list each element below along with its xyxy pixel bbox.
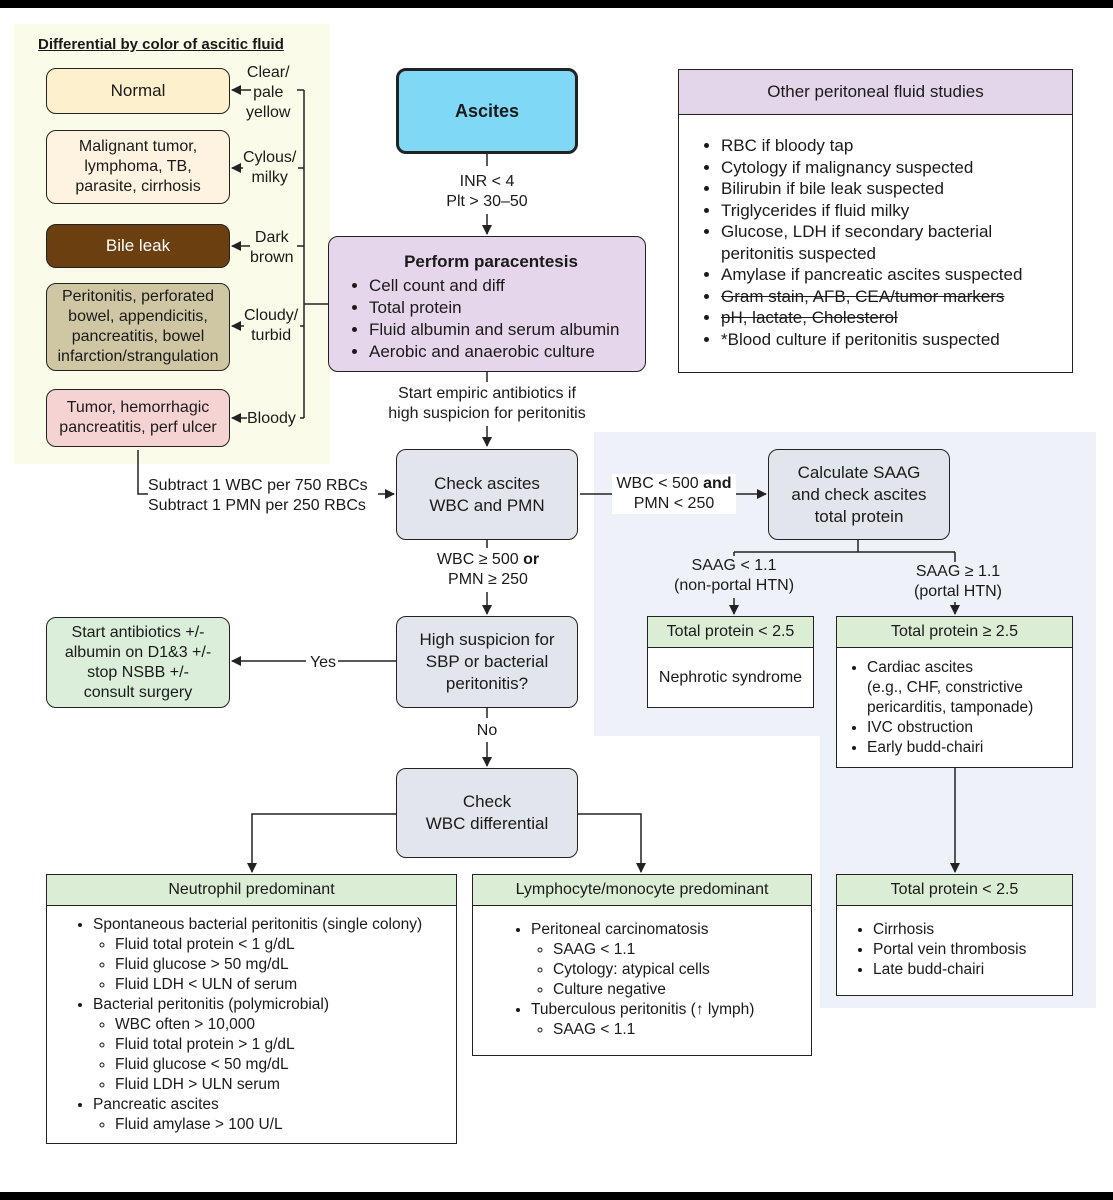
neutrophil-subitem: Fluid LDH < ULN of serum [115, 975, 452, 995]
wbc-high-a: WBC ≥ 500 [436, 551, 524, 568]
color-differential-title: Differential by color of ascitic fluid [38, 36, 284, 53]
bloody-box: Tumor, hemorrhagic pancreatitis, perf ul… [46, 389, 230, 447]
malignant-box: Malignant tumor, lymphoma, TB, parasite,… [46, 130, 230, 204]
lymphocyte-subitem: Culture negative [553, 980, 807, 1000]
neutrophil-box: Neutrophil predominant Spontaneous bacte… [46, 874, 457, 1144]
neutrophil-subitem: Fluid total protein > 1 g/dL [115, 1035, 452, 1055]
tp-low2-item: Late budd-chairi [873, 960, 1068, 980]
paracentesis-item: Fluid albumin and serum albumin [369, 319, 619, 341]
neutrophil-list: Spontaneous bacterial peritonitis (singl… [47, 906, 456, 1135]
ascites-box: Ascites [396, 68, 578, 154]
other-study-item: pH, lactate, Cholesterol [721, 307, 1062, 329]
other-study-item: RBC if bloody tap [721, 135, 1062, 157]
lymphocyte-list: Peritoneal carcinomatosisSAAG < 1.1Cytol… [473, 906, 811, 1040]
paracentesis-box: Perform paracentesis Cell count and diff… [328, 236, 646, 372]
tp-low-box: Total protein < 2.5 Nephrotic syndrome [647, 616, 814, 708]
lymphocyte-box: Lymphocyte/monocyte predominant Peritone… [472, 874, 812, 1056]
neutrophil-item: Spontaneous bacterial peritonitis (singl… [93, 915, 452, 995]
no-label: No [476, 722, 498, 739]
lymphocyte-sublist: SAAG < 1.1Cytology: atypical cellsCultur… [531, 940, 807, 1000]
check-wbc-box: Check ascites WBC and PMN [396, 449, 578, 540]
other-study-item: Gram stain, AFB, CEA/tumor markers [721, 286, 1062, 308]
paracentesis-item: Total protein [369, 297, 619, 319]
paracentesis-list: Cell count and diffTotal proteinFluid al… [347, 275, 619, 363]
other-study-item: Amylase if pancreatic ascites suspected [721, 264, 1062, 286]
neutrophil-header: Neutrophil predominant [47, 875, 456, 906]
other-studies-list: RBC if bloody tapCytology if malignancy … [679, 115, 1072, 350]
nephrotic-text: Nephrotic syndrome [658, 669, 803, 686]
empiric-antibiotics-label: Start empiric antibiotics if high suspic… [388, 385, 586, 422]
clear-label: Clear/ pale yellow [246, 64, 291, 121]
neutrophil-sublist: WBC often > 10,000Fluid total protein > … [93, 1015, 452, 1095]
cloudy-label: Cloudy/ turbid [244, 307, 299, 344]
top-border [0, 0, 1113, 8]
tp-low2-box: Total protein < 2.5 CirrhosisPortal vein… [836, 874, 1073, 996]
lymphocyte-sublist: SAAG < 1.1 [531, 1020, 807, 1040]
neutrophil-item: Bacterial peritonitis (polymicrobial)WBC… [93, 995, 452, 1095]
inr-plt-label: INR < 4 Plt > 30–50 [446, 173, 528, 210]
lymphocyte-subitem: Cytology: atypical cells [553, 960, 807, 980]
other-studies-box: Other peritoneal fluid studies RBC if bl… [678, 69, 1073, 373]
other-studies-header: Other peritoneal fluid studies [679, 70, 1072, 115]
paracentesis-item: Aerobic and anaerobic culture [369, 341, 619, 363]
bile-leak-box: Bile leak [46, 224, 230, 268]
tp-high-item: Cardiac ascites (e.g., CHF, constrictive… [867, 658, 1068, 718]
wbc-high-c: PMN ≥ 250 [448, 571, 528, 588]
tp-high-item: Early budd-chairi [867, 738, 1068, 758]
wbc-high-or: or [523, 551, 540, 568]
other-study-item: *Blood culture if peritonitis suspected [721, 329, 1062, 351]
neutrophil-sublist: Fluid total protein < 1 g/dLFluid glucos… [93, 935, 452, 995]
tp-low2-list: CirrhosisPortal vein thrombosisLate budd… [837, 906, 1072, 980]
other-study-item: Glucose, LDH if secondary bacterial peri… [721, 221, 1062, 264]
lymphocyte-subitem: SAAG < 1.1 [553, 940, 807, 960]
sbp-box: High suspicion for SBP or bacterial peri… [396, 616, 578, 708]
wbc-high-label: WBC ≥ 500 or PMN ≥ 250 [434, 550, 542, 590]
wbc-low-c: PMN < 250 [633, 495, 715, 512]
wbc-low-label: WBC < 500 and PMN < 250 [612, 474, 736, 514]
check-differential-box: Check WBC differential [396, 768, 578, 858]
bottom-border [0, 1192, 1113, 1200]
tp-high-header: Total protein ≥ 2.5 [837, 617, 1072, 648]
tp-high-item: IVC obstruction [867, 718, 1068, 738]
start-antibiotics-box: Start antibiotics +/- albumin on D1&3 +/… [46, 617, 230, 708]
wbc-low-and: and [703, 475, 732, 492]
neutrophil-subitem: Fluid glucose < 50 mg/dL [115, 1055, 452, 1075]
neutrophil-subitem: Fluid LDH > ULN serum [115, 1075, 452, 1095]
subtract-rbc-label: Subtract 1 WBC per 750 RBCs Subtract 1 P… [148, 477, 368, 514]
wbc-low-a: WBC < 500 [616, 475, 704, 492]
lymphocyte-header: Lymphocyte/monocyte predominant [473, 875, 811, 906]
yes-label: Yes [309, 654, 337, 671]
peritonitis-box: Peritonitis, perforated bowel, appendici… [46, 283, 230, 371]
tp-low-header: Total protein < 2.5 [648, 617, 813, 648]
lymphocyte-item: Peritoneal carcinomatosisSAAG < 1.1Cytol… [531, 920, 807, 1000]
neutrophil-subitem: Fluid total protein < 1 g/dL [115, 935, 452, 955]
saag-low-label: SAAG < 1.1 (non-portal HTN) [666, 556, 802, 596]
neutrophil-sublist: Fluid amylase > 100 U/L [93, 1115, 452, 1135]
tp-low2-header: Total protein < 2.5 [837, 875, 1072, 906]
saag-box: Calculate SAAG and check ascites total p… [768, 449, 950, 540]
neutrophil-subitem: WBC often > 10,000 [115, 1015, 452, 1035]
tp-low2-item: Portal vein thrombosis [873, 940, 1068, 960]
neutrophil-subitem: Fluid glucose > 50 mg/dL [115, 955, 452, 975]
paracentesis-item: Cell count and diff [369, 275, 619, 297]
tp-high-box: Total protein ≥ 2.5 Cardiac ascites (e.g… [836, 616, 1073, 768]
tp-high-list: Cardiac ascites (e.g., CHF, constrictive… [837, 648, 1072, 758]
bloody-label: Bloody [247, 410, 296, 427]
neutrophil-subitem: Fluid amylase > 100 U/L [115, 1115, 452, 1135]
other-study-item: Bilirubin if bile leak suspected [721, 178, 1062, 200]
milky-label: Cylous/ milky [243, 149, 297, 186]
neutrophil-item: Pancreatic ascitesFluid amylase > 100 U/… [93, 1095, 452, 1135]
lymphocyte-subitem: SAAG < 1.1 [553, 1020, 807, 1040]
lymphocyte-item: Tuberculous peritonitis (↑ lymph)SAAG < … [531, 1000, 807, 1040]
saag-high-label: SAAG ≥ 1.1 (portal HTN) [900, 562, 1016, 602]
tp-low2-item: Cirrhosis [873, 920, 1068, 940]
paracentesis-title: Perform paracentesis [404, 252, 578, 271]
other-study-item: Cytology if malignancy suspected [721, 157, 1062, 179]
other-study-item: Triglycerides if fluid milky [721, 200, 1062, 222]
dark-brown-label: Dark brown [250, 229, 294, 266]
normal-box: Normal [46, 68, 230, 114]
